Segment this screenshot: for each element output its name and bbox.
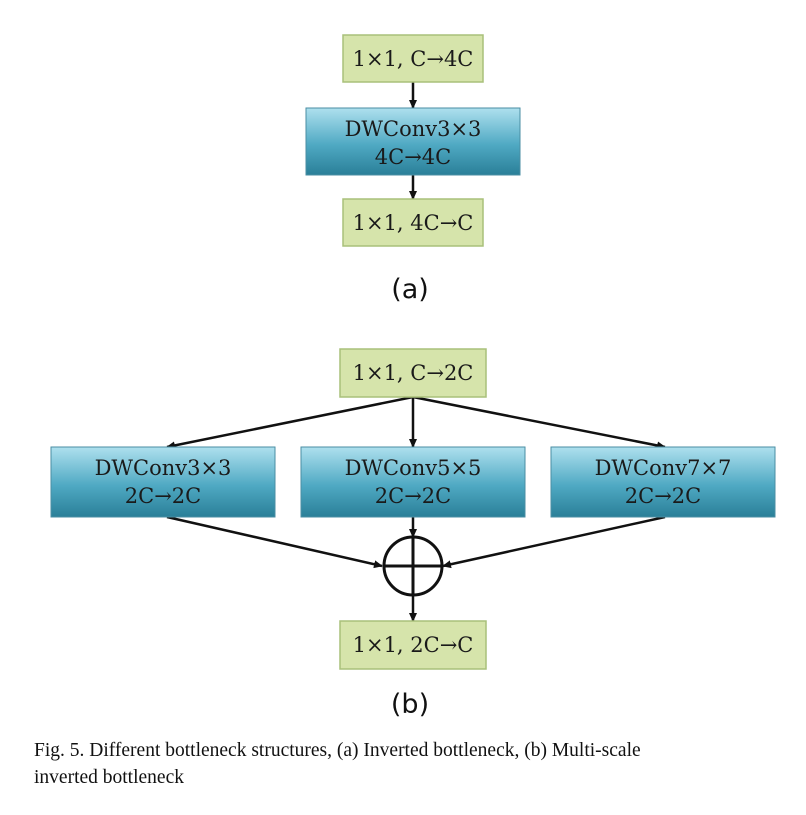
diagram-a: 1×1, C→4C DWConv3×3 4C→4C 1×1, 4C→C (a): [305, 34, 521, 305]
arrow-b-left: [166, 395, 414, 450]
caption-line-1: Fig. 5. Different bottleneck structures,…: [34, 740, 641, 761]
b-branch-1-line2: 2C→2C: [125, 484, 201, 508]
figure-caption: Fig. 5. Different bottleneck structures,…: [34, 737, 794, 791]
label-a: (a): [391, 274, 429, 305]
b-bottom-box: [339, 620, 487, 670]
a-top-box: [342, 34, 484, 83]
b-top-box-label: 1×1, C→2C: [353, 361, 474, 385]
arrow-b-merge-right: [442, 515, 666, 569]
a-dwconv-line2: 4C→4C: [375, 145, 451, 169]
a-top-box-label: 1×1, C→4C: [353, 47, 474, 71]
caption-line-2: inverted bottleneck: [34, 767, 184, 788]
b-branch-2-line1: DWConv5×5: [345, 456, 482, 480]
b-top-box: [339, 348, 487, 398]
sum-node-icon: [382, 535, 444, 597]
b-branch-box-3: [550, 446, 776, 518]
arrow-b-merge-left: [166, 515, 383, 569]
b-branch-3-line2: 2C→2C: [625, 484, 701, 508]
a-bottom-box: [342, 198, 484, 247]
a-dwconv-line1: DWConv3×3: [345, 117, 482, 141]
a-bottom-box-label: 1×1, 4C→C: [353, 211, 474, 235]
b-branch-2-line2: 2C→2C: [375, 484, 451, 508]
label-b: (b): [391, 689, 429, 720]
b-branch-box-2: [300, 446, 526, 518]
b-branch-3-line1: DWConv7×7: [595, 456, 732, 480]
a-dwconv-box: [305, 107, 521, 176]
b-bottom-box-label: 1×1, 2C→C: [353, 633, 474, 657]
b-branch-box-1: [50, 446, 276, 518]
b-branch-1-line1: DWConv3×3: [95, 456, 232, 480]
arrow-b-right: [412, 395, 666, 450]
diagram-b: 1×1, C→2C DWConv3×3 2C→2C DWConv5×5 2C→2…: [50, 348, 776, 720]
